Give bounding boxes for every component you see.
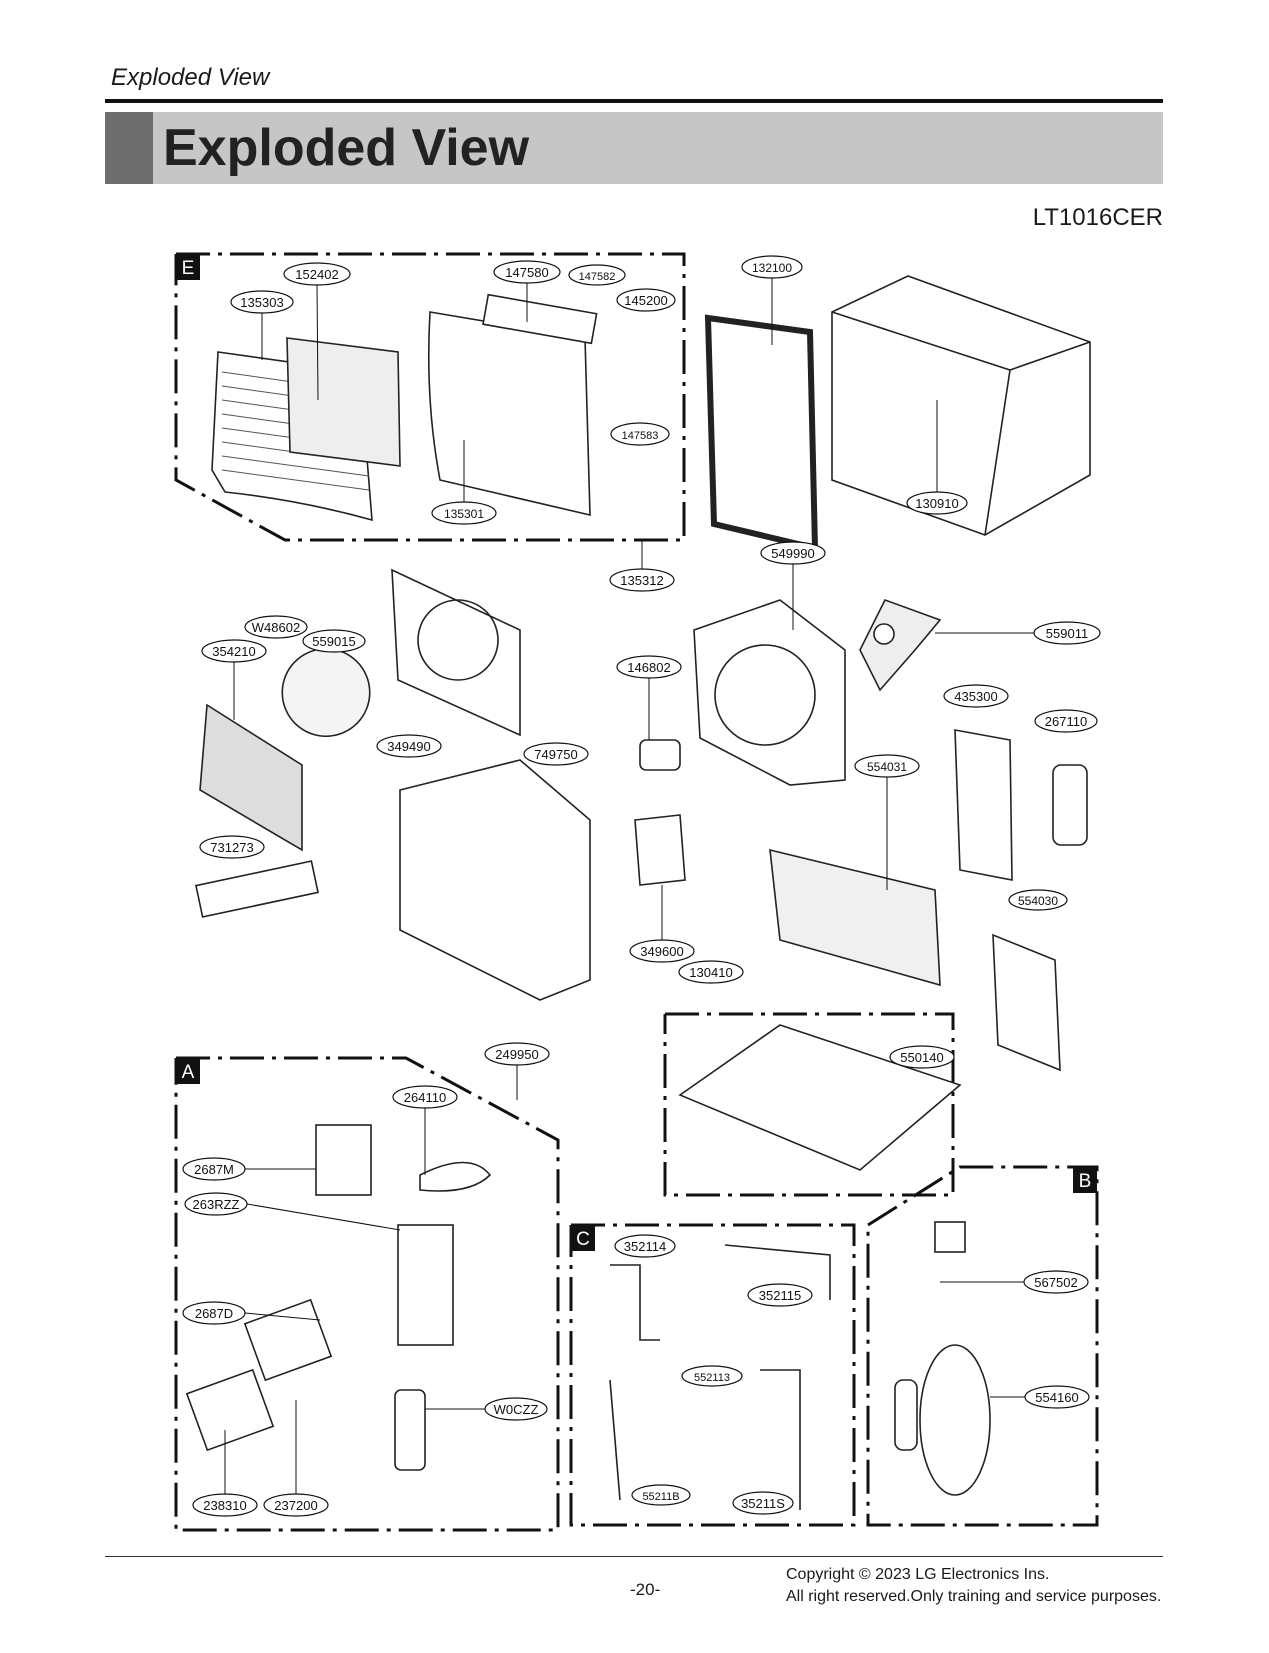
- part-label: 352114: [624, 1239, 666, 1254]
- part-label: 267110: [1045, 714, 1087, 729]
- group-e-letter: E: [182, 258, 195, 279]
- wiring-cover: [195, 860, 319, 918]
- part-label: 249950: [495, 1047, 538, 1062]
- remote-control: [1052, 764, 1088, 846]
- part-label: 130410: [689, 965, 732, 980]
- part-label: 130910: [915, 496, 958, 511]
- base-pan: [678, 1024, 962, 1171]
- accumulator: [894, 1379, 918, 1451]
- part-label: 731273: [210, 840, 253, 855]
- blower-fan: [281, 647, 371, 738]
- page-number: -20-: [630, 1580, 661, 1599]
- front-frame: [427, 311, 591, 517]
- header-rule: [105, 99, 1163, 103]
- page-title: Exploded View: [163, 119, 530, 177]
- part-label: 145200: [624, 293, 667, 308]
- part-label: 349490: [387, 739, 430, 754]
- capacitor: [394, 1389, 426, 1471]
- blower-housing: [391, 568, 521, 737]
- footer-rule: [105, 1556, 1163, 1557]
- overload-cap: [934, 1221, 966, 1253]
- part-label: 554030: [1018, 894, 1058, 908]
- compressor-body: [919, 1344, 991, 1496]
- group-b-outline: [866, 1165, 1099, 1527]
- part-label: 135303: [240, 295, 283, 310]
- group-a-outline: [174, 1056, 560, 1532]
- air-filter: [286, 337, 401, 467]
- group-e-outline: [174, 252, 686, 542]
- section-label: Exploded View: [111, 64, 270, 91]
- fan-shroud: [199, 703, 303, 852]
- part-label: 352115: [759, 1288, 801, 1303]
- part-label: 559011: [1046, 626, 1088, 641]
- part-label: 559015: [312, 634, 355, 649]
- refrigerant-tubes: [610, 1264, 660, 1341]
- group-a-letter: A: [182, 1062, 195, 1083]
- part-label: 435300: [954, 689, 997, 704]
- part-label: 264110: [404, 1090, 446, 1105]
- part-label: 237200: [274, 1498, 317, 1513]
- group-c-outline: [569, 1223, 856, 1527]
- part-label: 554160: [1035, 1390, 1078, 1405]
- part-label: 349600: [640, 944, 683, 959]
- copyright-line1: Copyright © 2023 LG Electronics Ins.: [786, 1566, 1050, 1583]
- part-label: 567502: [1034, 1275, 1077, 1290]
- fan-motor: [639, 739, 681, 771]
- part-label: 552113: [694, 1372, 730, 1384]
- condenser-fan: [859, 599, 942, 692]
- part-label: 147582: [579, 271, 616, 283]
- part-label: 35211S: [741, 1496, 785, 1511]
- part-label: 135301: [444, 507, 484, 521]
- control-box: [397, 1224, 454, 1346]
- group-b-letter: B: [1079, 1171, 1092, 1192]
- part-label: 263RZZ: [193, 1197, 240, 1212]
- part-label: 2687D: [195, 1306, 233, 1321]
- part-label: 238310: [203, 1498, 246, 1513]
- display-pcb: [243, 1298, 333, 1382]
- part-label: W48602: [252, 620, 300, 635]
- banner-accent: [105, 112, 153, 184]
- condenser-coil: [769, 848, 941, 987]
- part-label: 146802: [627, 660, 670, 675]
- part-label: 549990: [771, 546, 814, 561]
- part-label: 749750: [534, 747, 577, 762]
- part-label: 135312: [620, 573, 663, 588]
- part-label: 147580: [505, 265, 548, 280]
- part-label: 132100: [752, 261, 792, 275]
- part-label: 354210: [212, 644, 255, 659]
- base-tray: [399, 759, 591, 1001]
- motor-bracket: [634, 814, 686, 886]
- part-label: 554031: [867, 760, 907, 774]
- cabinet-frame: [704, 314, 819, 552]
- part-label: 550140: [900, 1050, 943, 1065]
- evap-coil: [954, 729, 1013, 881]
- part-label: 2687M: [194, 1162, 234, 1177]
- group-c-letter: C: [576, 1229, 590, 1250]
- side-panel: [992, 933, 1061, 1072]
- condenser-shroud: [693, 599, 846, 786]
- cabinet-shell: [831, 275, 1091, 536]
- copyright-line2: All right reserved.Only training and ser…: [786, 1588, 1162, 1605]
- louver-assembly: [482, 293, 598, 345]
- power-cord: [419, 1161, 492, 1192]
- model-number: LT1016CER: [1032, 204, 1163, 231]
- control-pcb: [315, 1124, 372, 1196]
- copyright: Copyright © 2023 LG Electronics Ins. All…: [786, 1564, 1161, 1608]
- part-label: 152402: [295, 267, 338, 282]
- base-pan-outline: [663, 1012, 955, 1197]
- part-label: 147583: [622, 430, 659, 442]
- display-panel: [185, 1368, 275, 1452]
- part-label: 55211B: [642, 1491, 679, 1503]
- part-label: W0CZZ: [494, 1402, 539, 1417]
- title-banner: Exploded View: [105, 112, 1163, 184]
